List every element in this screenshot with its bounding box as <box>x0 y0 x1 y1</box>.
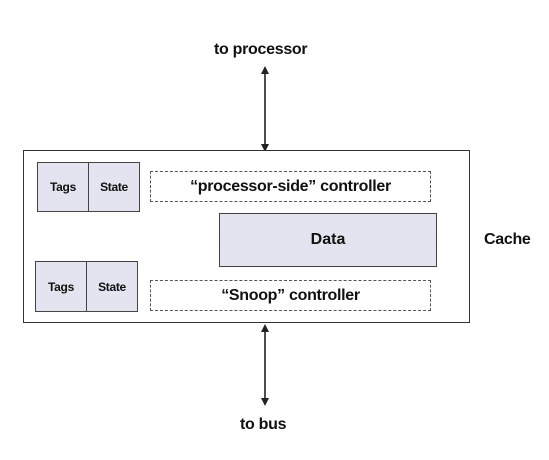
top-tags-cell: Tags <box>37 162 89 212</box>
cache-label: Cache <box>484 231 531 248</box>
to-processor-label: to processor <box>214 41 308 58</box>
to-bus-label: to bus <box>240 416 287 433</box>
cache-box: Tags State “processor-side” controller D… <box>23 150 470 323</box>
top-state-cell: State <box>88 162 140 212</box>
snoop-controller: “Snoop” controller <box>150 280 431 311</box>
processor-arrow-icon <box>261 66 269 152</box>
processor-side-controller: “processor-side” controller <box>150 171 431 202</box>
data-block: Data <box>219 213 437 267</box>
bus-arrow-icon <box>261 324 269 406</box>
bottom-tags-cell: Tags <box>35 261 87 312</box>
bottom-state-cell: State <box>86 261 138 312</box>
